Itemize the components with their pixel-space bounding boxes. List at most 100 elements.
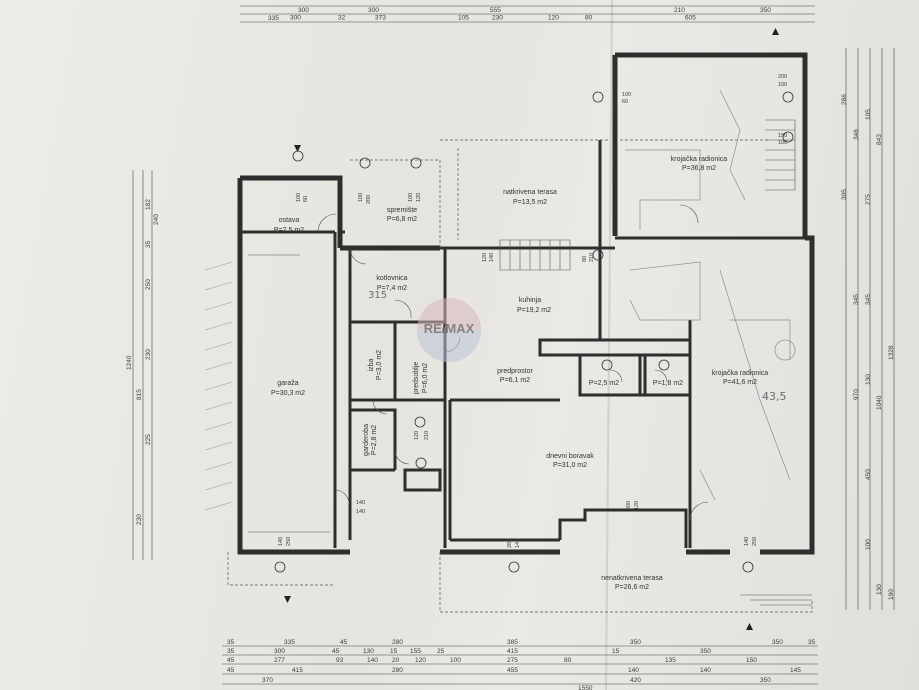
opening-dim: 60 <box>303 196 309 202</box>
room-name-predprostor: predprostor <box>497 368 533 375</box>
dim-label: 150 <box>746 657 757 664</box>
opening-dim: 140 <box>515 539 521 548</box>
dim-label: 35 <box>227 639 235 646</box>
room-name-natkrivena-terasa: natkrivena terasa <box>503 189 557 196</box>
opening-dim: 200 <box>778 74 787 80</box>
dim-label: 230 <box>136 514 143 525</box>
dim-label: 1550 <box>578 685 593 690</box>
dim-label: 350 <box>700 648 711 655</box>
opening-dim: 250 <box>286 537 292 546</box>
dim-label: 843 <box>876 134 883 145</box>
dim-label: 970 <box>853 389 860 400</box>
dim-label: 45 <box>227 667 235 674</box>
dim-label: 346 <box>853 129 860 140</box>
remax-logo-text: RE/MAX <box>424 321 475 336</box>
opening-dim: 150 <box>778 133 787 139</box>
opening-dim: 80 <box>582 256 588 262</box>
dim-label: 155 <box>410 648 421 655</box>
dim-label: 45 <box>332 648 340 655</box>
bottom-dimensions: 35 335 45 280 385 350 350 35 35 300 45 1… <box>227 639 816 690</box>
opening-dimensions: 100 60 100 200 100 120 100 60 200 100 15… <box>278 74 787 548</box>
left-dimensions: 182 240 35 250 230 1240 815 225 230 <box>126 199 160 525</box>
opening-dim: 250 <box>752 537 758 546</box>
dim-label: 15 <box>390 648 398 655</box>
room-labels: ostava P=7,5 m2 spremište P=6,8 m2 natkr… <box>271 156 768 591</box>
dim-label: 25 <box>437 648 445 655</box>
dim-label: 1040 <box>876 395 883 410</box>
dim-label: 140 <box>367 657 378 664</box>
opening-dim: 140 <box>356 500 365 506</box>
dim-label: 345 <box>865 294 872 305</box>
opening-dim: 100 <box>296 193 302 202</box>
dim-label: 335 <box>284 639 295 646</box>
terrain-hatch <box>204 261 233 511</box>
dim-label: 280 <box>392 639 403 646</box>
dim-label: 275 <box>507 657 518 664</box>
opening-dim: 210 <box>424 431 430 440</box>
dim-label: 350 <box>760 677 771 684</box>
dim-label: 80 <box>564 657 572 664</box>
room-area-garaza: P=30,3 m2 <box>271 390 305 397</box>
dim-label: 105 <box>458 15 469 22</box>
room-area-krojacka-radionica-1: P=36,8 m2 <box>682 165 716 172</box>
dim-label: 300 <box>298 7 309 14</box>
dim-label: 20 <box>392 657 400 664</box>
dim-label: 135 <box>665 657 676 664</box>
dim-label: 35 <box>808 639 816 646</box>
dim-label: 250 <box>145 279 152 290</box>
paper-fold <box>605 0 613 690</box>
opening-dim: 120 <box>414 431 420 440</box>
room-area-natkrivena-terasa: P=13,5 m2 <box>513 199 547 206</box>
room-area-kuhinja: P=19,2 m2 <box>517 307 551 314</box>
room-name-kuhinja: kuhinja <box>519 297 541 304</box>
dim-label: 280 <box>392 667 403 674</box>
opening-dim: 100 <box>408 193 414 202</box>
dim-label: 140 <box>628 667 639 674</box>
room-area-krojacka-radionica-2: P=41,6 m2 <box>723 379 757 386</box>
dim-label: 420 <box>630 677 641 684</box>
room-name-dnevni-boravak: dnevni boravak <box>546 453 594 460</box>
dim-label: 455 <box>507 667 518 674</box>
dim-label: 450 <box>865 469 872 480</box>
dim-label: 350 <box>760 7 771 14</box>
room-name-garderoba: garderoba <box>363 424 370 456</box>
dim-label: 415 <box>507 648 518 655</box>
room-area-ostava: P=7,5 m2 <box>274 227 304 234</box>
dim-label: 1240 <box>126 355 133 370</box>
handwritten-note-315: 315 <box>368 290 387 301</box>
dim-label: 335 <box>268 15 279 22</box>
opening-dim: 210 <box>589 253 595 262</box>
dim-label: 120 <box>415 657 426 664</box>
room-area-kotlovnica: P=7,4 m2 <box>377 285 407 292</box>
opening-dim: 140 <box>744 537 750 546</box>
opening-dim: 120 <box>482 253 488 262</box>
dim-label: 350 <box>630 639 641 646</box>
opening-dim: 200 <box>626 501 632 510</box>
opening-dim: 100 <box>778 82 787 88</box>
top-dimensions: 300 555 210 350 335 300 300 32 373 105 2… <box>268 7 771 22</box>
room-name-krojacka-radionica-2: krojačka radionica <box>712 370 769 377</box>
room-area-predsoblje: P=6,0 m2 <box>422 363 429 393</box>
dim-label: 35 <box>145 240 152 248</box>
room-name-predsoblje: predsoblje <box>413 362 420 394</box>
opening-dim: 100 <box>358 193 364 202</box>
dim-label: 373 <box>375 15 386 22</box>
room-area-predprostor: P=6,1 m2 <box>500 377 530 384</box>
dim-label: 230 <box>492 15 503 22</box>
room-name-spremiste: spremište <box>387 207 417 214</box>
dim-label: 300 <box>368 7 379 14</box>
dim-label: 120 <box>548 15 559 22</box>
dim-label: 182 <box>145 199 152 210</box>
right-dimension-lines <box>845 48 895 610</box>
stairs <box>248 119 812 606</box>
handwritten-note-435: 43,5 <box>762 390 787 403</box>
opening-dim: 100 <box>778 140 787 146</box>
dim-label: 286 <box>841 94 848 105</box>
dim-label: 415 <box>292 667 303 674</box>
dim-label: 35 <box>227 648 235 655</box>
dim-label: 300 <box>274 648 285 655</box>
dim-label: 100 <box>865 539 872 550</box>
dim-label: 1328 <box>888 345 895 360</box>
level-markers <box>274 91 794 573</box>
dim-label: 345 <box>853 294 860 305</box>
